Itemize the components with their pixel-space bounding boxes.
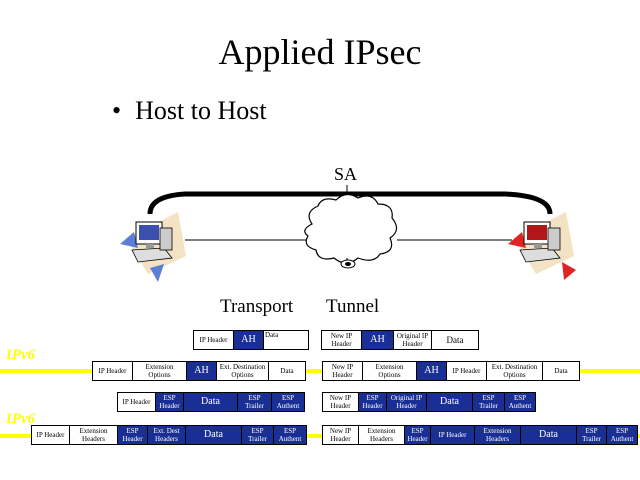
network-cloud-icon: [304, 193, 398, 269]
packet-field: AH: [187, 362, 217, 380]
packet-field: IP Header: [194, 331, 234, 349]
packet-field: Data: [554, 367, 568, 375]
tunnel-esp-ipv6-packet: New IP Header Extension Headers ESP Head…: [322, 425, 638, 445]
transport-ah-ipv4-packet: IP Header AH Data: [193, 330, 309, 350]
packet-field: Ext. Destination Options: [487, 362, 543, 380]
packet-field: AH: [417, 362, 447, 380]
packet-field: ESP Header: [156, 393, 184, 411]
bullet-dot-icon: •: [112, 96, 122, 125]
packet-field: Data: [446, 335, 464, 345]
bullet-text: Host to Host: [135, 96, 267, 125]
tunnel-esp-ipv4-packet: New IP Header ESP Header Original IP Hea…: [322, 392, 536, 412]
packet-field: Extension Headers: [475, 426, 521, 444]
packet-field: ESP Authent: [274, 426, 306, 444]
slide-title: Applied IPsec: [218, 32, 422, 72]
packet-field: Ext. Dest Headers: [148, 426, 186, 444]
transport-esp-ipv4-packet: IP Header ESP Header Data ESP Trailer ES…: [117, 392, 305, 412]
packet-field: ESP Header: [118, 426, 148, 444]
bullet-item: • Host to Host: [112, 96, 267, 126]
packet-field: Extension Headers: [70, 426, 118, 444]
packet-field: IP Header: [431, 426, 475, 444]
packet-field: ESP Header: [359, 393, 387, 411]
packet-field: ESP Trailer: [238, 393, 272, 411]
packet-field: ESP Authent: [505, 393, 535, 411]
sa-arc: [147, 191, 553, 215]
packet-field: ESP Trailer: [577, 426, 607, 444]
packet-field: New IP Header: [323, 393, 359, 411]
packet-field: AH: [362, 331, 394, 349]
packet-field: Data: [427, 393, 473, 411]
packet-field: IP Header: [447, 362, 487, 380]
packet-field: Extension Headers: [359, 426, 405, 444]
packet-field: Original IP Header: [394, 331, 432, 349]
packet-field: IP Header: [32, 426, 70, 444]
computer-icon: [508, 212, 576, 280]
ipv6-label: IPv6: [6, 347, 36, 363]
tunnel-ah-ipv6-packet: New IP Header Extension Options AH IP He…: [322, 361, 580, 381]
ipv6-band: [0, 369, 640, 373]
transport-ah-ipv6-packet: IP Header Extension Options AH Ext. Dest…: [92, 361, 306, 381]
transport-esp-ipv6-packet: IP Header Extension Headers ESP Header E…: [31, 425, 307, 445]
ipv6-label: IPv6: [6, 411, 36, 427]
packet-field: Data: [280, 367, 294, 375]
packet-field: New IP Header: [322, 331, 362, 349]
packet-field: ESP Trailer: [473, 393, 505, 411]
packet-field: ESP Trailer: [242, 426, 274, 444]
packet-field: Data: [521, 426, 577, 444]
packet-field: AH: [234, 331, 264, 349]
packet-field: Original IP Header: [387, 393, 427, 411]
packet-field: Extension Options: [363, 362, 417, 380]
packet-field: IP Header: [93, 362, 133, 380]
ipv6-band: [0, 434, 640, 438]
packet-field: New IP Header: [323, 362, 363, 380]
sa-label: SA: [334, 164, 358, 184]
packet-field: ESP Authent: [272, 393, 304, 411]
tunnel-ah-ipv4-packet: New IP Header AH Original IP Header Data: [321, 330, 479, 350]
packet-field: ESP Authent: [607, 426, 637, 444]
computer-icon: [120, 212, 186, 282]
packet-field: New IP Header: [323, 426, 359, 444]
packet-field: IP Header: [118, 393, 156, 411]
transport-label: Transport: [220, 296, 294, 317]
packet-field: ESP Header: [405, 426, 431, 444]
tunnel-label: Tunnel: [326, 296, 380, 317]
packet-field: Data: [184, 393, 238, 411]
packet-field: Ext. Destination Options: [217, 362, 269, 380]
packet-field: Extension Options: [133, 362, 187, 380]
packet-field: Data: [265, 331, 279, 339]
packet-field: Data: [186, 426, 242, 444]
